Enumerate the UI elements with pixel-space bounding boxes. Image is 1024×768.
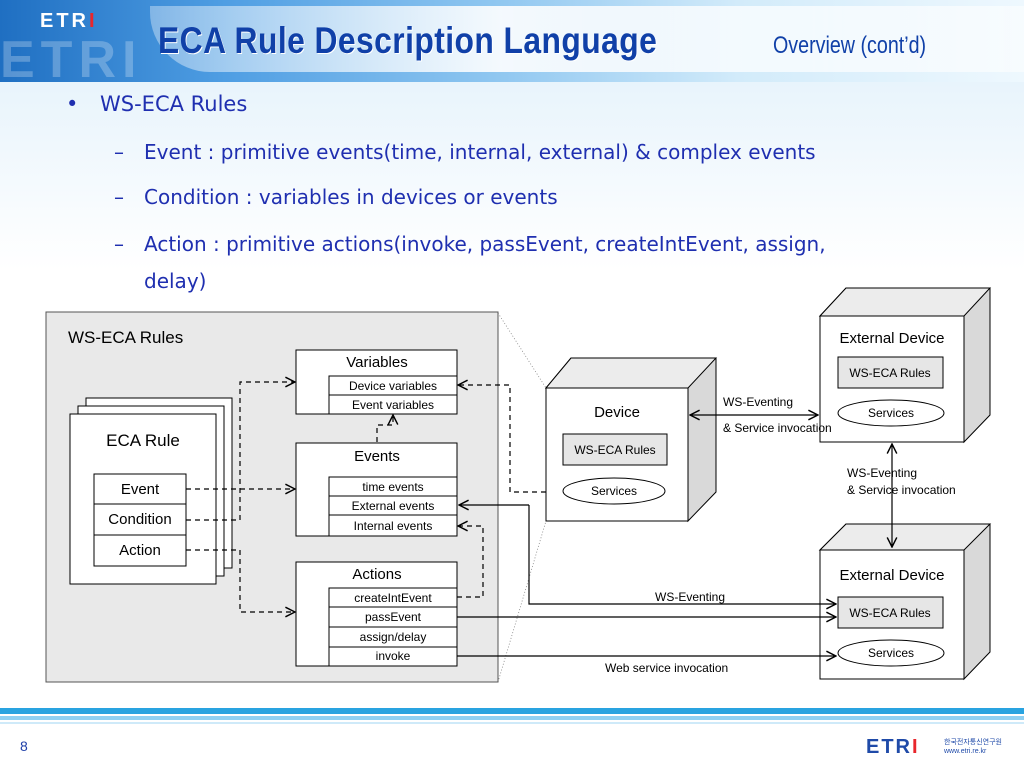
guide-lines bbox=[497, 312, 547, 683]
actions-item-passevent: passEvent bbox=[365, 610, 422, 624]
device-rules-box bbox=[562, 433, 668, 466]
variables-box: Variables Device variables Event variabl… bbox=[295, 349, 458, 415]
ext-bottom-rules-label: WS-ECA Rules bbox=[849, 606, 930, 620]
events-title: Events bbox=[354, 448, 400, 465]
device-title: Device bbox=[594, 404, 640, 421]
link-label-web-service: Web service invocation bbox=[605, 661, 728, 675]
bullet-event-text: Event : primitive events(time, internal,… bbox=[144, 140, 816, 164]
device-services-label: Services bbox=[591, 484, 637, 498]
link-label-ext-ext-1: WS-Eventing bbox=[847, 466, 917, 480]
actions-item-createintevent: createIntEvent bbox=[354, 591, 432, 605]
etri-logo-subtext: 한국전자통신연구원 www.etri.re.kr bbox=[944, 738, 1002, 756]
solid-links bbox=[457, 415, 892, 656]
bullet-dot-icon: • bbox=[66, 92, 79, 116]
header-band: ETRI bbox=[0, 0, 1024, 89]
variables-title: Variables bbox=[346, 354, 407, 371]
eca-rule-title: ECA Rule bbox=[106, 431, 180, 450]
dash-icon: – bbox=[114, 185, 124, 209]
dash-icon: – bbox=[114, 140, 124, 164]
variables-item-event: Event variables bbox=[352, 398, 434, 412]
ext-bottom-services-label: Services bbox=[868, 646, 914, 660]
ext-top-services bbox=[837, 399, 945, 427]
eca-part-condition-label: Condition bbox=[108, 511, 171, 528]
etri-logo-top: ETRI bbox=[40, 10, 98, 32]
bullet-action-cont-text: delay) bbox=[144, 269, 207, 293]
device-rules-label: WS-ECA Rules bbox=[574, 443, 655, 457]
bullet-action-text: Action : primitive actions(invoke, passE… bbox=[144, 232, 826, 256]
eca-part-condition bbox=[93, 503, 187, 536]
ext-top-title: External Device bbox=[839, 330, 944, 347]
header-highlight bbox=[150, 6, 1024, 72]
slide-title: ECA Rule Description Language bbox=[158, 20, 658, 61]
ext-top-rules-box bbox=[837, 356, 944, 389]
eca-rule-stack: ECA Rule Event Condition Action bbox=[69, 397, 233, 585]
bullet-condition-text: Condition : variables in devices or even… bbox=[144, 185, 558, 209]
header-watermark: ETRI bbox=[0, 31, 143, 89]
footer-band-lighter bbox=[0, 722, 1024, 724]
org-name: 한국전자통신연구원 bbox=[944, 739, 1002, 746]
events-item-internal: Internal events bbox=[354, 519, 433, 533]
ext-top-services-label: Services bbox=[868, 406, 914, 420]
footer-band-light bbox=[0, 716, 1024, 720]
actions-item-invoke: invoke bbox=[376, 649, 411, 663]
bullet-main-text: WS-ECA Rules bbox=[100, 92, 248, 116]
eca-part-action-label: Action bbox=[119, 542, 161, 559]
slide-subtitle: Overview (cont’d) bbox=[773, 32, 927, 59]
ext-bottom-title: External Device bbox=[839, 567, 944, 584]
eca-part-action bbox=[93, 534, 187, 567]
device-cube: Device WS-ECA Rules Services bbox=[544, 357, 718, 523]
device-services bbox=[562, 477, 666, 505]
variables-item-device: Device variables bbox=[349, 379, 437, 393]
events-box: Events time events External events Inter… bbox=[295, 442, 458, 537]
ext-bottom-services bbox=[837, 639, 945, 667]
panel-title: WS-ECA Rules bbox=[68, 328, 183, 347]
ext-top-rules-label: WS-ECA Rules bbox=[849, 366, 930, 380]
eca-part-event bbox=[93, 473, 187, 505]
footer-band bbox=[0, 708, 1024, 714]
eca-part-event-label: Event bbox=[121, 481, 160, 498]
events-item-time: time events bbox=[362, 480, 423, 494]
org-url: www.etri.re.kr bbox=[944, 748, 987, 755]
actions-box: Actions createIntEvent passEvent assign/… bbox=[295, 561, 458, 667]
external-device-top-cube: External Device WS-ECA Rules Services bbox=[818, 287, 992, 444]
dashed-connectors bbox=[186, 382, 564, 612]
dash-icon: – bbox=[114, 232, 124, 256]
external-device-bottom-cube: External Device WS-ECA Rules Services bbox=[818, 523, 992, 681]
link-label-device-ext-1: WS-Eventing bbox=[723, 395, 793, 409]
page-number: 8 bbox=[20, 738, 28, 754]
ext-bottom-rules-box bbox=[837, 596, 944, 629]
actions-title: Actions bbox=[352, 566, 401, 583]
events-item-external: External events bbox=[352, 499, 435, 513]
etri-logo-bottom: ETRI bbox=[866, 736, 920, 758]
link-label-device-ext-2: & Service invocation bbox=[723, 421, 832, 435]
link-label-eventing: WS-Eventing bbox=[655, 590, 725, 604]
link-label-ext-ext-2: & Service invocation bbox=[847, 483, 956, 497]
actions-item-assign-delay: assign/delay bbox=[360, 630, 427, 644]
